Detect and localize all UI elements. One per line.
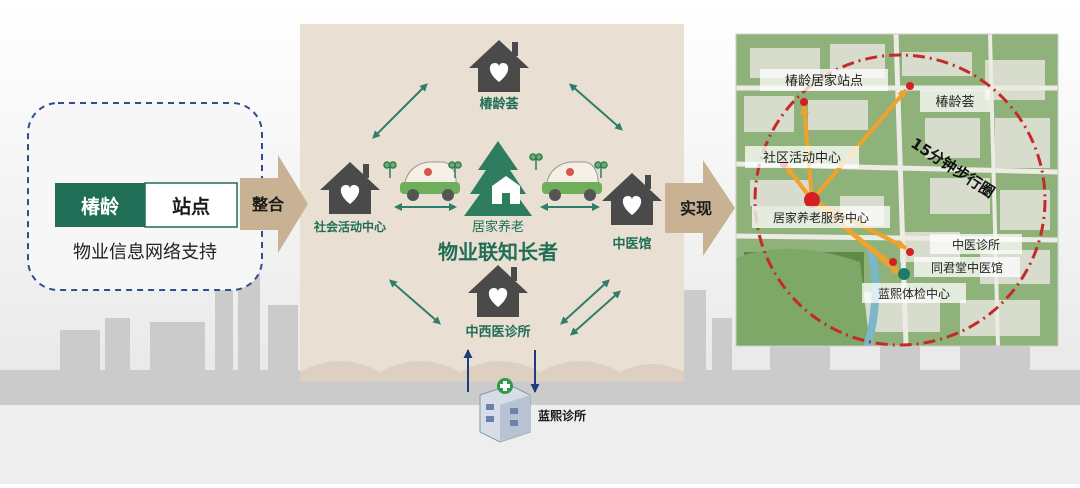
realize-arrow xyxy=(665,160,735,256)
ground-strip xyxy=(0,405,1080,484)
map-border xyxy=(735,33,1059,347)
tcm-clinic-marker xyxy=(906,248,914,256)
checkup-marker xyxy=(898,268,910,280)
map-label-community: 社区活动中心 xyxy=(763,150,841,166)
walking-circle xyxy=(753,53,1047,347)
brand-label-right: 站点 xyxy=(172,195,210,218)
hui-marker xyxy=(906,82,914,90)
realize-label: 实现 xyxy=(680,199,712,218)
map-label-tongjuntang: 同君堂中医馆 xyxy=(931,260,1003,275)
map-label-hui: 椿龄荟 xyxy=(935,95,974,110)
node-label-left: 社会活动中心 xyxy=(313,219,386,234)
integrate-arrow xyxy=(240,155,308,253)
core-node-label: 居家养老 xyxy=(472,219,524,235)
station-marker xyxy=(800,98,808,106)
tongjuntang-marker xyxy=(889,258,897,266)
cart-icon-left xyxy=(400,161,460,201)
connection-arrows xyxy=(372,83,624,336)
node-label-right: 中医馆 xyxy=(612,236,651,252)
node-label-top: 椿龄荟 xyxy=(479,96,519,112)
panel-bridge-arches xyxy=(300,361,684,382)
map-label-station: 椿龄居家站点 xyxy=(785,73,863,89)
brand-label-left: 椿龄 xyxy=(81,195,120,218)
network-support-caption: 物业信息网络支持 xyxy=(73,242,217,263)
core-title: 物业联知长者 xyxy=(438,240,558,264)
sprout-icons xyxy=(383,153,608,178)
map-label-tcm-clinic: 中医诊所 xyxy=(952,237,1000,252)
service-center-marker xyxy=(804,192,820,208)
map-label-service: 居家养老服务中心 xyxy=(773,210,869,225)
integrate-label: 整合 xyxy=(251,195,285,214)
cart-icon-right xyxy=(542,161,602,201)
node-label-bottom: 中西医诊所 xyxy=(465,324,530,340)
tree-house-icon xyxy=(464,141,532,216)
clinic-building-icon xyxy=(479,378,531,443)
map-label-checkup: 蓝熙体检中心 xyxy=(878,286,950,301)
brand-badge-right xyxy=(144,182,238,228)
clinic-label: 蓝熙诊所 xyxy=(538,408,586,423)
brand-badge-left xyxy=(55,183,145,227)
